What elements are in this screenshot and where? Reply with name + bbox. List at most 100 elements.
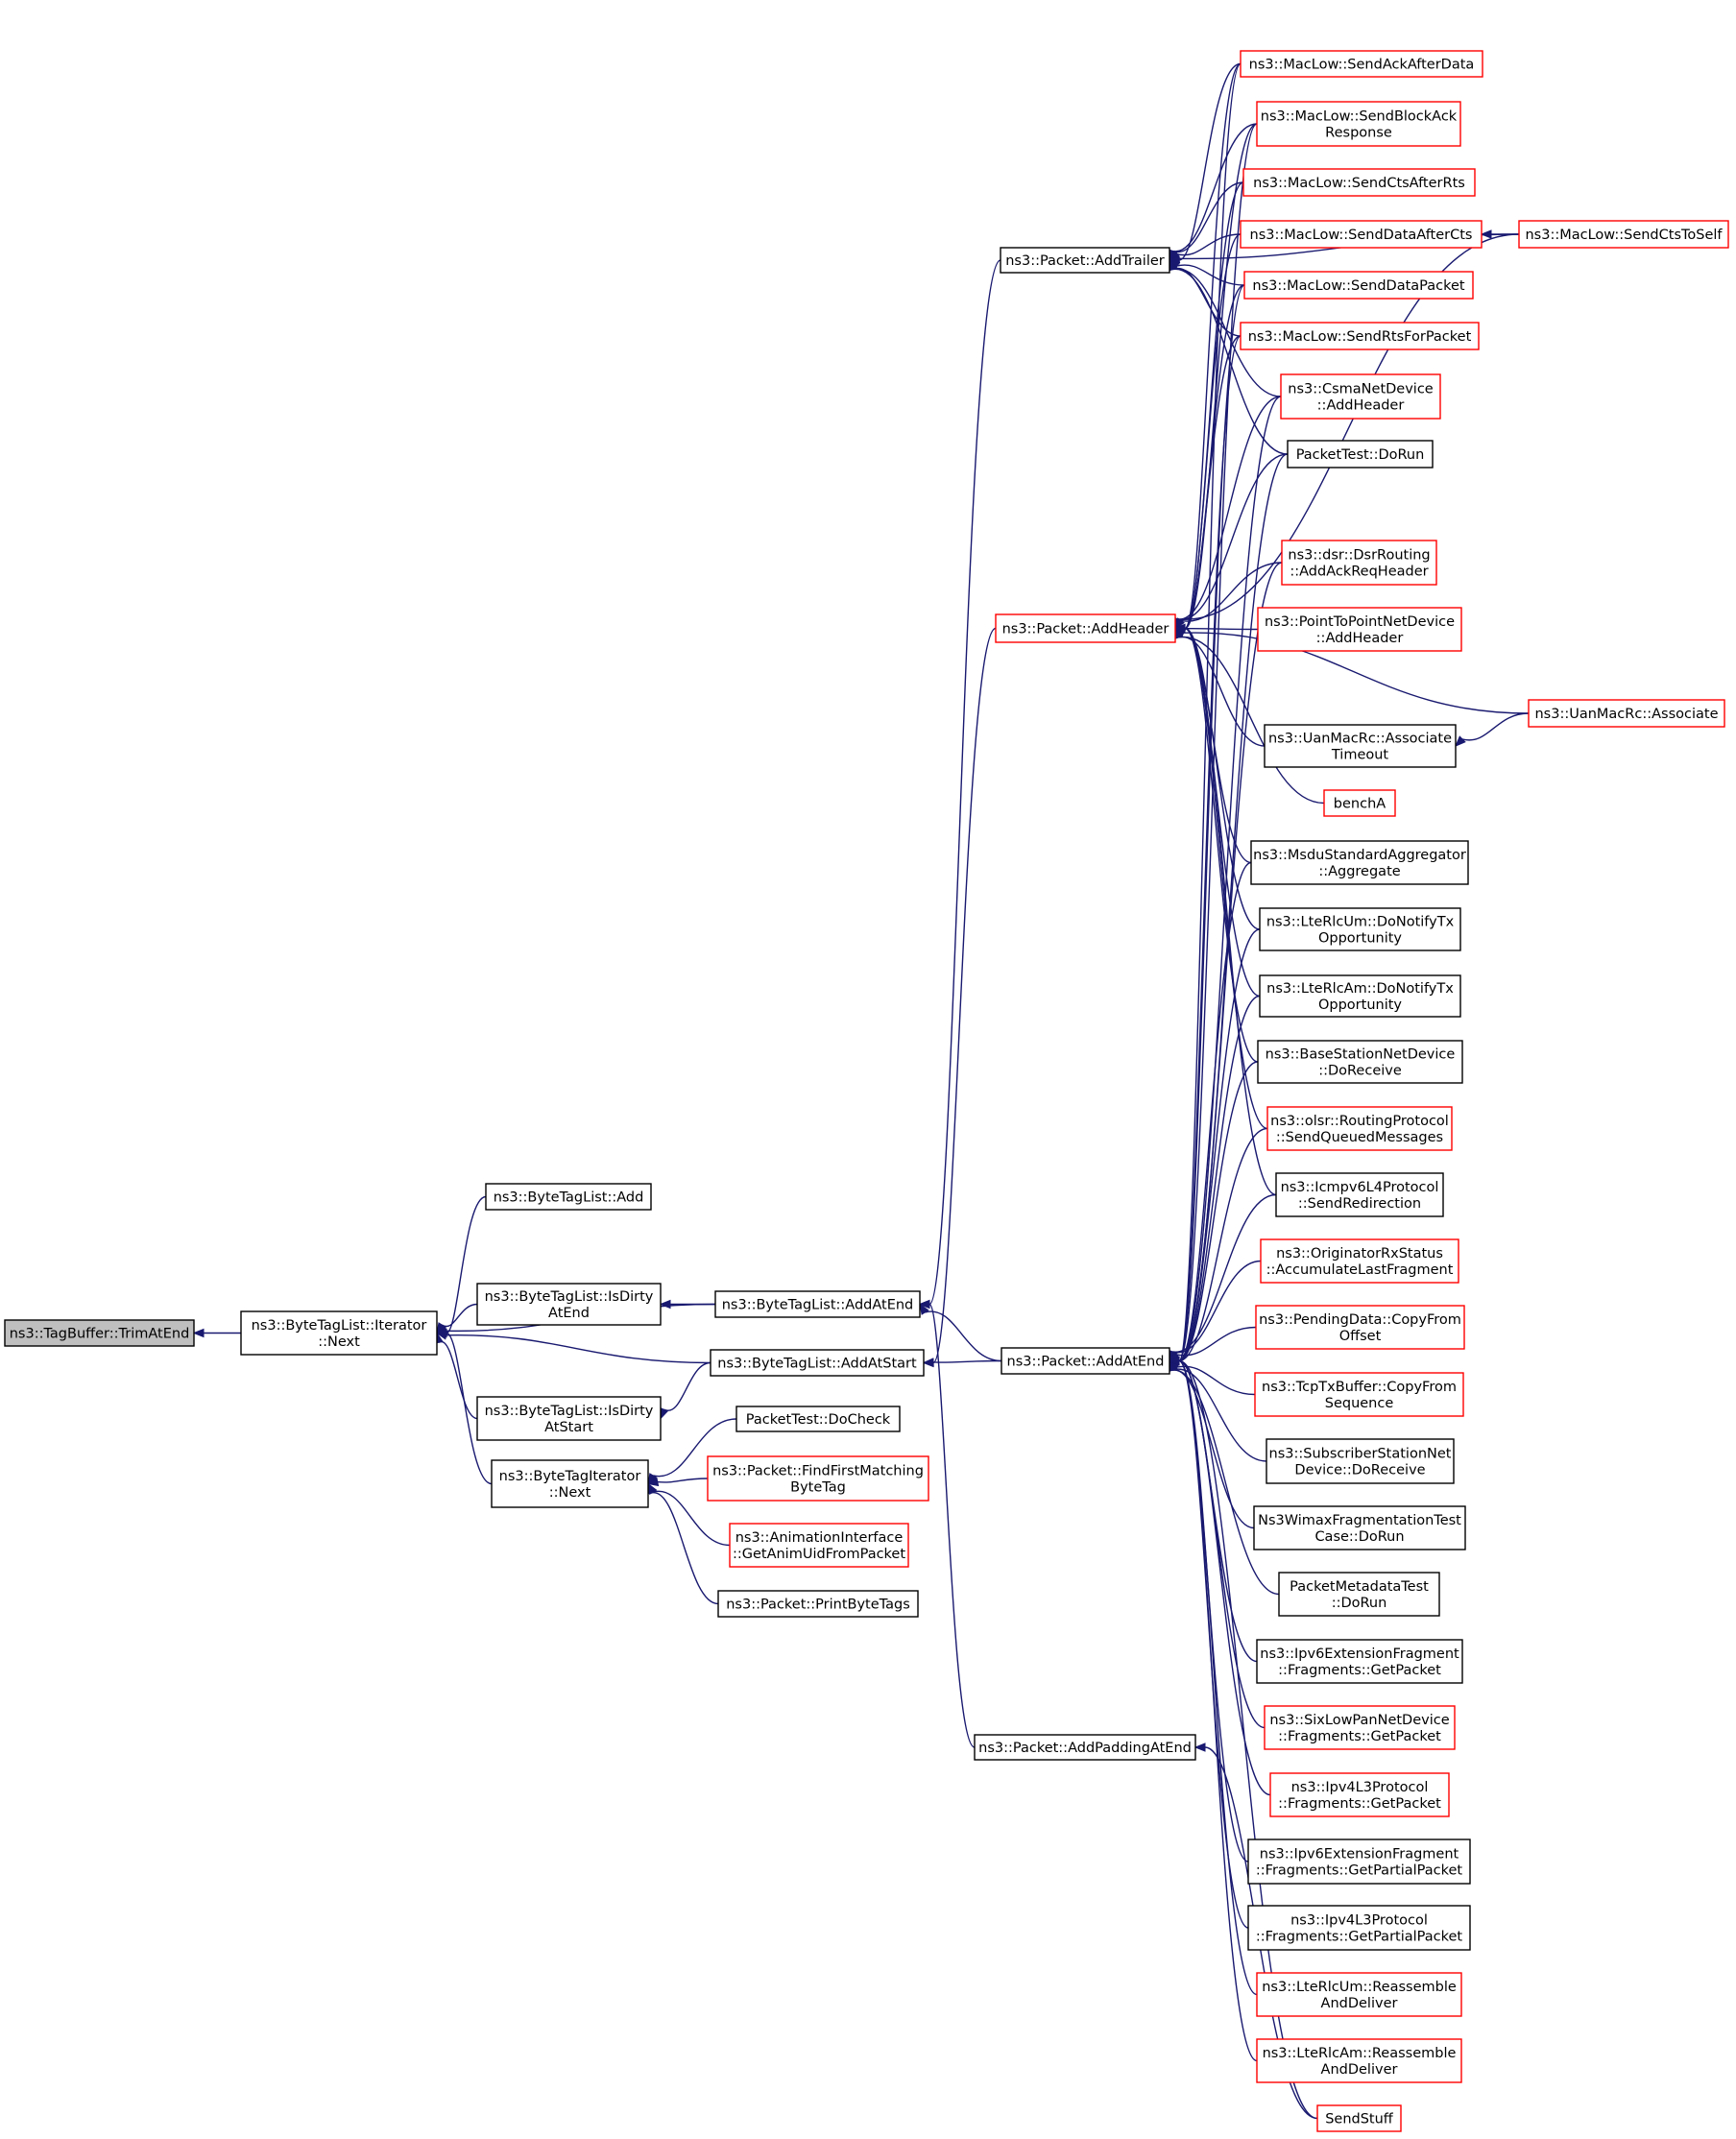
node-label: ns3::MacLow::SendBlockAck [1261,109,1458,125]
node-ipv4l3-getpacket[interactable]: ns3::Ipv4L3Protocol::Fragments::GetPacke… [1269,1772,1450,1817]
edge-line [1178,1359,1249,1929]
edge-bytetaglist-iterator-next-to-tagbuffer-trimatend [192,1328,241,1338]
node-sendstuff[interactable]: SendStuff [1316,2104,1402,2132]
node-msdu-aggregate[interactable]: ns3::MsduStandardAggregator::Aggregate [1250,840,1469,885]
node-ipv6extfrag-getpacket[interactable]: ns3::Ipv6ExtensionFragment::Fragments::G… [1256,1639,1463,1684]
arrowhead-icon [918,1299,930,1310]
node-animationinterface-getanimuid[interactable]: ns3::AnimationInterface::GetAnimUidFromP… [729,1523,909,1568]
node-label: ::Fragments::GetPartialPacket [1256,1930,1463,1945]
node-sixlowpan-getpacket[interactable]: ns3::SixLowPanNetDevice::Fragments::GetP… [1264,1705,1456,1750]
node-maclow-sendackafterdata[interactable]: ns3::MacLow::SendAckAfterData [1240,50,1483,78]
edge-line [1184,628,1259,631]
node-packet-addpaddingatend[interactable]: ns3::Packet::AddPaddingAtEnd [974,1734,1196,1761]
node-box [476,1283,662,1326]
node-label: ns3::Packet::PrintByteTags [726,1598,910,1613]
node-label: ::AddHeader [1316,631,1404,646]
node-label: SendStuff [1325,2112,1394,2127]
node-box [1323,789,1396,817]
node-p2pnetdevice-addheader[interactable]: ns3::PointToPointNetDevice::AddHeader [1257,607,1462,652]
node-subscriberstation-doreceive[interactable]: ns3::SubscriberStationNetDevice::DoRecei… [1266,1438,1455,1484]
node-bytetagiterator-next[interactable]: ns3::ByteTagIterator::Next [491,1459,649,1508]
node-box [1257,607,1462,652]
node-packettest-dorun[interactable]: PacketTest::DoRun [1287,440,1434,469]
edge-line [1176,264,1245,286]
node-bytetaglist-addatstart[interactable]: ns3::ByteTagList::AddAtStart [710,1349,925,1377]
node-label: ns3::TagBuffer::TrimAtEnd [10,1327,190,1342]
node-maclow-sendctsafterrts[interactable]: ns3::MacLow::SendCtsAfterRts [1242,168,1476,197]
node-label: Case::DoRun [1314,1529,1404,1545]
node-bytetaglist-iterator-next[interactable]: ns3::ByteTagList::Iterator::Next [240,1310,438,1356]
node-maclow-sendctstoself[interactable]: ns3::MacLow::SendCtsToSelf [1518,220,1729,249]
node-box [1316,2104,1402,2132]
node-box [1269,1772,1450,1817]
edge-line [1178,928,1261,1362]
node-packet-addheader[interactable]: ns3::Packet::AddHeader [995,613,1176,643]
node-label: ns3::MacLow::SendAckAfterData [1249,58,1475,73]
node-ipv4l3-getpartialpacket[interactable]: ns3::Ipv4L3Protocol::Fragments::GetParti… [1247,1905,1471,1951]
node-csmanetdevice-addheader[interactable]: ns3::CsmaNetDevice::AddHeader [1280,373,1441,420]
node-originatorrx-accumulate[interactable]: ns3::OriginatorRxStatus::AccumulateLastF… [1260,1238,1459,1284]
node-ipv6extfrag-getpartialpacket[interactable]: ns3::Ipv6ExtensionFragment::Fragments::G… [1247,1839,1471,1885]
node-box [1287,440,1434,469]
edge-pendingdata-copyfromoffset-to-packet-addatend [1168,1326,1257,1362]
node-packet-addatend[interactable]: ns3::Packet::AddAtEnd [1001,1347,1170,1375]
node-label: PacketTest::DoRun [1296,447,1425,463]
node-olsr-sendqueued[interactable]: ns3::olsr::RoutingProtocol::SendQueuedMe… [1266,1106,1453,1151]
node-basestation-doreceive[interactable]: ns3::BaseStationNetDevice::DoReceive [1257,1040,1463,1084]
node-label: Opportunity [1318,931,1402,947]
node-label: ::Fragments::GetPacket [1278,1796,1441,1812]
node-box [1253,1505,1466,1550]
node-label: ns3::dsr::DsrRouting [1288,548,1430,564]
node-bytetaglist-add[interactable]: ns3::ByteTagList::Add [485,1183,652,1211]
node-maclow-sendrtsforpacket[interactable]: ns3::MacLow::SendRtsForPacket [1240,322,1480,350]
node-packet-addtrailer[interactable]: ns3::Packet::AddTrailer [1000,247,1170,274]
edge-line [1176,233,1242,256]
node-packetmetadatatest-dorun[interactable]: PacketMetadataTest::DoRun [1278,1572,1440,1617]
edge-line [1178,62,1242,1362]
node-box [1257,1040,1463,1084]
arrowhead-icon [1173,623,1186,634]
node-dsrrouting-addackreqheader[interactable]: ns3::dsr::DsrRouting::AddAckReqHeader [1281,540,1437,586]
node-packet-printbytetags[interactable]: ns3::Packet::PrintByteTags [717,1590,919,1618]
node-label: ns3::LteRlcAm::DoNotifyTx [1266,981,1454,997]
node-label: ns3::MacLow::SendDataPacket [1252,278,1465,294]
edge-bytetaglist-addatstart-to-bytetaglist-isdirtyatstart [660,1361,711,1420]
edge-line [1184,62,1242,630]
node-bytetaglist-addatend[interactable]: ns3::ByteTagList::AddAtEnd [714,1290,921,1318]
node-icmpv6-sendredirection[interactable]: ns3::Icmpv6L4Protocol::SendRedirection [1275,1172,1444,1217]
node-label: ns3::UanMacRc::Associate [1534,707,1718,722]
node-label: ns3::SubscriberStationNet [1269,1447,1452,1462]
node-packettest-docheck[interactable]: PacketTest::DoCheck [735,1406,901,1432]
edge-line [446,1334,711,1364]
edge-line [932,627,997,1364]
edge-tcptxbuffer-copyfromsequence-to-packet-addatend [1168,1359,1256,1396]
edge-line [441,1303,478,1328]
node-box [1281,540,1437,586]
node-label: benchA [1334,797,1386,812]
node-box [1259,974,1461,1018]
node-box [1242,168,1476,197]
node-box [995,613,1176,643]
node-label: Offset [1339,1329,1382,1344]
node-box [1240,322,1480,350]
edge-line [1178,637,1266,747]
node-bencha[interactable]: benchA [1323,789,1396,817]
node-label: ns3::AnimationInterface [735,1530,904,1546]
node-box [4,1319,195,1347]
node-maclow-senddataaftercts[interactable]: ns3::MacLow::SendDataAfterCts [1240,220,1483,249]
edge-bytetaglist-isdirtyatstart-to-bytetaglist-iterator-next [434,1332,478,1420]
node-uanmacrc-associate[interactable]: ns3::UanMacRc::Associate [1528,699,1725,728]
node-maclow-senddatapacket[interactable]: ns3::MacLow::SendDataPacket [1243,271,1474,300]
